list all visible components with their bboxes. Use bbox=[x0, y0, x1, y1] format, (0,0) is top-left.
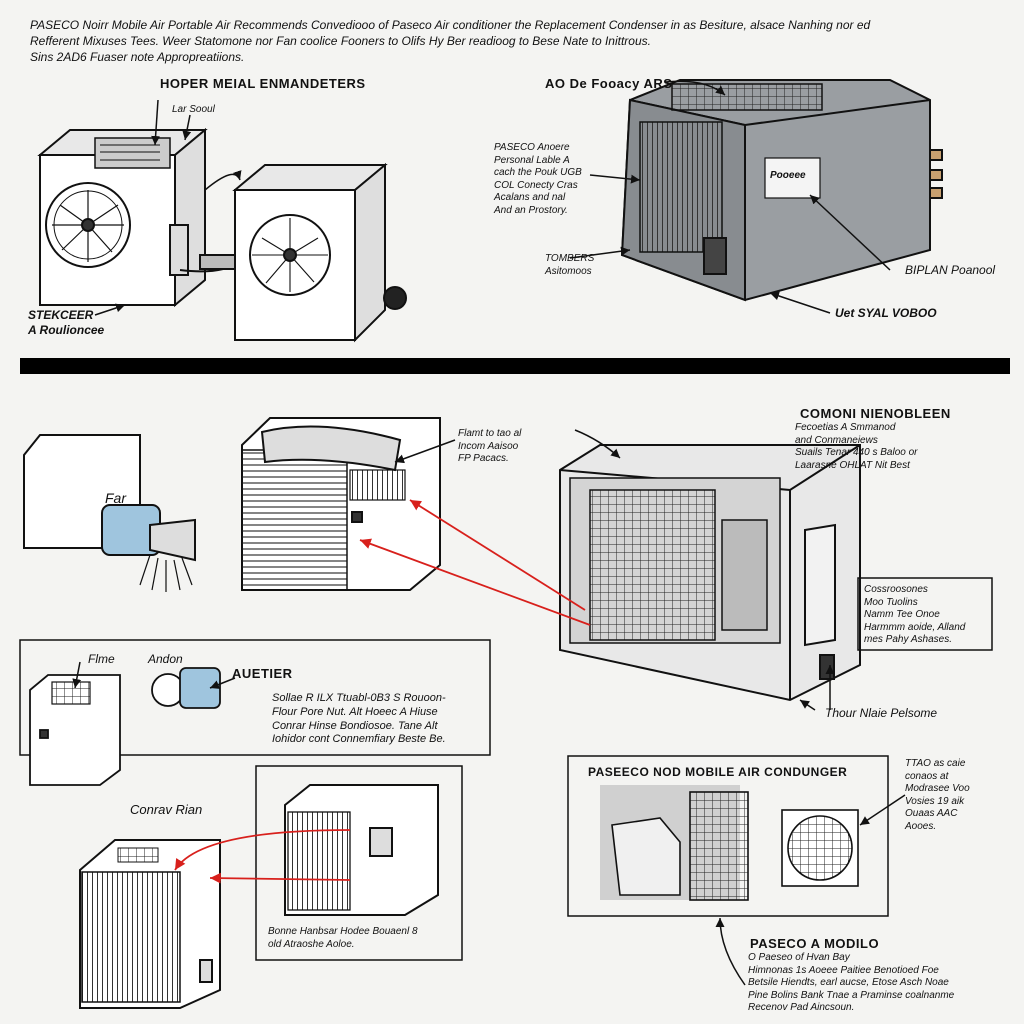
outdoor-condenser-unit-left bbox=[37, 127, 208, 308]
red-flow-arrow bbox=[209, 872, 351, 884]
label-flme: Flme bbox=[88, 652, 115, 666]
leader-line bbox=[664, 80, 726, 96]
top-left-title: HOPER MEIAL ENMANDETERS bbox=[160, 76, 366, 91]
mid-bottom-label: Thour Nlaie Pelsome bbox=[825, 706, 938, 720]
leader-line bbox=[394, 439, 456, 464]
lower-left-box-body: Sollae R ILX Ttuabl-0B3 S Rouoon- Flour … bbox=[272, 692, 446, 746]
top-right-right-label: BIPLAN Poanool bbox=[905, 263, 996, 277]
top-right-low-label: TOMBERS Asitomoos bbox=[545, 253, 595, 277]
leader-line bbox=[569, 246, 631, 259]
leader-line bbox=[204, 170, 242, 191]
center-box-frame bbox=[255, 765, 463, 961]
bottom-right-side-note: TTAO as caie conaos at Modrasee Voo Vosi… bbox=[905, 758, 970, 832]
top-right-bottom-label: Uet SYAL VOBOO bbox=[835, 306, 937, 320]
leader-line bbox=[574, 429, 621, 459]
leader-line bbox=[769, 291, 831, 314]
outdoor-condenser-unit-right bbox=[232, 162, 407, 343]
blue-blower-sketch bbox=[151, 667, 221, 709]
portable-ac-sketch bbox=[29, 674, 121, 786]
mid-side-callout: Cossroosones Moo Tuolins Namm Tee Onoe H… bbox=[864, 584, 966, 645]
intro-line-2: Refferent Mixuses Tees. Weer Statomone n… bbox=[30, 34, 651, 48]
section-divider bbox=[20, 358, 1010, 374]
red-flow-arrow bbox=[409, 499, 586, 611]
mid-right-title: COMONI NIENOBLEEN bbox=[800, 406, 951, 421]
mid-right-body: Fecoetias A Smmanod and Conmaneiews Suai… bbox=[795, 422, 918, 471]
top-right-callout: PASECO Anoere Personal Lable A cach the … bbox=[494, 142, 582, 216]
leader-line bbox=[94, 303, 126, 316]
lower-left-box-frame bbox=[19, 639, 491, 756]
footer-title: PASECO A MODILO bbox=[750, 936, 880, 951]
bottom-right-box-title: PASEECO NOD MOBILE AIR CONDUNGER bbox=[588, 765, 848, 779]
condenser-in-center-box bbox=[284, 784, 439, 916]
leader-line bbox=[715, 917, 746, 986]
intro-line-3: Sins 2AD6 Fuaser note Appropreatiions. bbox=[30, 50, 245, 64]
leader-line bbox=[809, 194, 891, 271]
open-cabinet-unit bbox=[559, 444, 861, 702]
side-callout-frame bbox=[857, 577, 993, 651]
indoor-ac-cabinet bbox=[620, 79, 943, 302]
bottom-right-box-frame bbox=[567, 755, 889, 917]
piping-connector bbox=[169, 224, 241, 276]
cond-label: Conrav Rian bbox=[130, 802, 203, 817]
leader-line bbox=[72, 661, 82, 689]
leader-line bbox=[799, 699, 816, 711]
label-andon: Andon bbox=[148, 652, 183, 666]
center-box-caption: Bonne Hanbsar Hodee Bouaenl 8 old Atraos… bbox=[268, 926, 418, 950]
red-flow-arrow bbox=[359, 538, 591, 626]
mid-ac-note: Flamt to tao al Incom Aaisoo FP Pacacs. bbox=[458, 428, 522, 464]
brand-plate: Pooeee bbox=[770, 170, 806, 181]
intro-line-1: PASECO Noirr Mobile Air Portable Air Rec… bbox=[30, 18, 871, 32]
top-right-title: AO De Fooacy ARS bbox=[545, 76, 673, 91]
condenser-lower-left bbox=[79, 839, 221, 1009]
leader-line bbox=[589, 174, 641, 184]
fan-label: Far bbox=[105, 490, 126, 506]
leader-line bbox=[209, 677, 236, 689]
top-left-label: Lar Sooul bbox=[172, 104, 215, 115]
red-flow-arrow bbox=[174, 829, 351, 871]
blue-fan-motor bbox=[101, 504, 196, 592]
footer-body: O Paeseo of Hvan Bay Himnonas 1s Aoeee P… bbox=[748, 952, 955, 1013]
top-left-bottom-label: STEKCEER A Roulioncee bbox=[28, 308, 105, 337]
leader-line bbox=[151, 99, 161, 146]
square-condenser-mid bbox=[241, 417, 441, 591]
leader-line bbox=[859, 794, 906, 826]
leader-line bbox=[182, 114, 192, 141]
label-auetier: AUETIER bbox=[232, 666, 293, 681]
mobile-ac-photo-sketch bbox=[600, 785, 859, 901]
